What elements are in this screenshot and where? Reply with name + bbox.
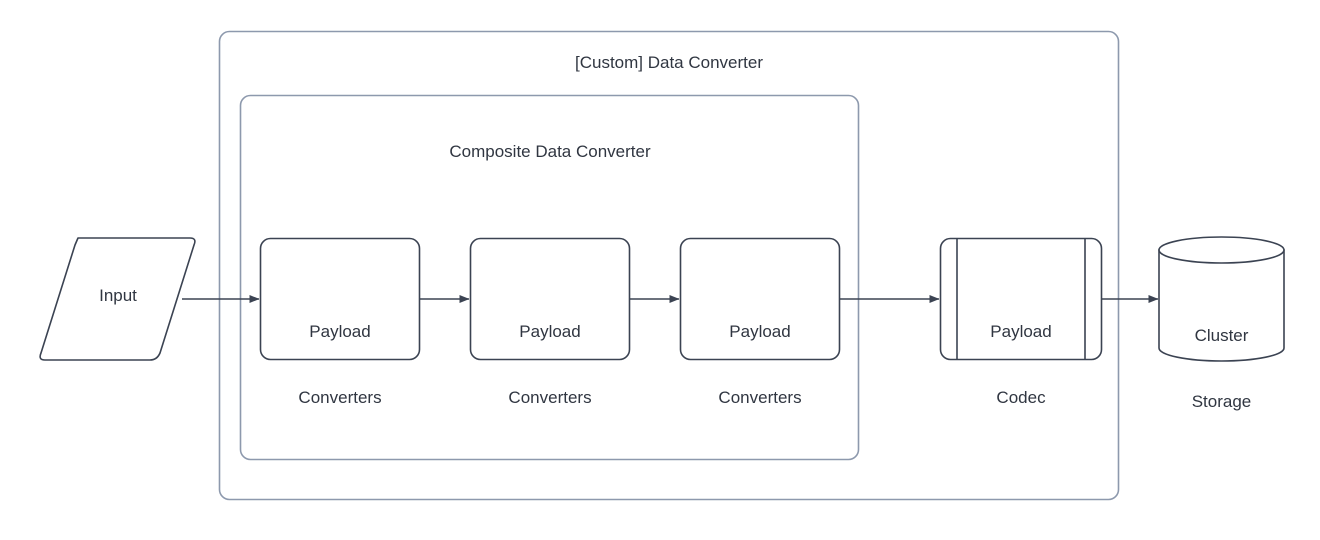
node-payload-codec-shape[interactable] <box>939 237 1103 361</box>
node-payload-converters-2-shape[interactable] <box>469 237 631 361</box>
node-payload-converters-3-shape[interactable] <box>679 237 841 361</box>
node-input-shape[interactable] <box>39 237 196 361</box>
node-payload-converters-1-shape[interactable] <box>259 237 421 361</box>
node-cluster-storage-shape[interactable] <box>1158 236 1285 362</box>
